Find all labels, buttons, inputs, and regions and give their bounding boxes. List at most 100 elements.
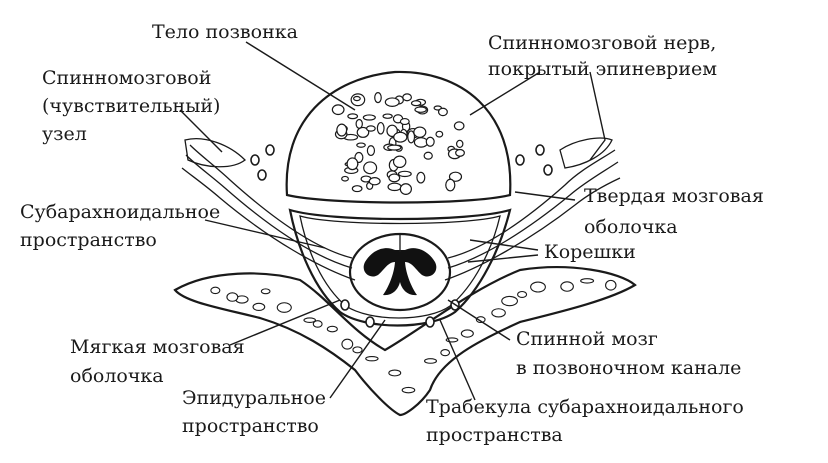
trabecular-cavity	[388, 369, 402, 377]
trabecular-cavity	[407, 130, 416, 144]
trabecular-cavity	[347, 113, 359, 120]
label-ganglion-line1: Спинномозговой	[42, 67, 211, 89]
trabecular-cavity	[491, 308, 506, 318]
label-trabecula-line2: пространства	[426, 424, 563, 446]
trabecular-cavity	[402, 93, 412, 102]
trabecular-cavity	[341, 338, 354, 350]
trabecular-cavity	[303, 317, 317, 323]
trabecular-cavity	[226, 292, 239, 302]
trabecular-cavity	[331, 104, 345, 116]
vessel	[265, 144, 275, 156]
trabecular-cavity	[366, 125, 376, 132]
trabecular-cavity	[276, 302, 292, 313]
vertebral-arch	[173, 266, 637, 417]
trabecular-cavity	[312, 320, 323, 328]
trabecular-cavity	[501, 295, 518, 307]
label-subarachnoid-line2: пространство	[20, 229, 157, 251]
trabecular-cavity	[453, 121, 465, 131]
trabecular-cavity	[399, 183, 413, 195]
label-dura-line2: оболочка	[584, 216, 678, 238]
spinal-cord	[348, 232, 452, 312]
trabecular-cavity	[440, 349, 451, 357]
trabecular-cavity	[374, 92, 382, 104]
trabecular-cavity	[445, 178, 456, 192]
label-spinal-cord-line1: Спинной мозг	[516, 328, 658, 350]
trabecular-cavity	[210, 286, 221, 295]
label-ganglion-line2: (чувствительный)	[42, 95, 220, 117]
trabecular-cavity	[399, 117, 410, 126]
label-pia-line2: оболочка	[70, 365, 164, 387]
trabecular-cavity	[384, 97, 400, 107]
leader-lines	[179, 41, 606, 401]
trabecular-cavity	[356, 142, 366, 148]
trabecular-cavity	[382, 113, 393, 119]
trabecular-cavity	[346, 157, 359, 171]
vertebral-arch-cancellous-bone	[210, 278, 617, 394]
trabecular-cavity	[336, 123, 348, 137]
label-spinal-nerve-line1: Спинномозговой нерв,	[488, 32, 716, 54]
vessel	[365, 316, 375, 328]
trabecular-cavity	[362, 114, 376, 121]
label-dura-line1: Твердая мозговая	[584, 185, 764, 207]
vessel	[515, 154, 525, 166]
label-epidural-line2: пространство	[182, 415, 319, 437]
trabecular-cavity	[352, 346, 363, 354]
labels: Тело позвонка Спинномозговой нерв, покры…	[20, 21, 764, 446]
vessel	[535, 144, 545, 156]
trabecular-cavity	[376, 121, 385, 135]
label-spinal-nerve-line2: покрытый эпиневрием	[488, 58, 717, 80]
trabecular-cavity	[368, 177, 381, 186]
trabecular-cavity	[386, 124, 398, 138]
trabecular-cavity	[397, 170, 412, 178]
trabecular-cavity	[365, 355, 379, 362]
trabecular-cavity	[455, 139, 464, 149]
trabecular-cavity	[448, 171, 463, 182]
trabecular-cavity	[401, 386, 416, 394]
trabecular-cavity	[423, 151, 433, 160]
label-spinal-cord-line2: в позвоночном канале	[516, 357, 741, 379]
gray-matter	[363, 248, 437, 296]
trabecular-cavity	[392, 155, 407, 169]
trabecular-cavity	[351, 185, 363, 193]
trabecular-cavity	[414, 106, 427, 113]
trabecular-cavity	[580, 278, 595, 284]
trabecular-cavity	[416, 171, 426, 184]
trabecular-cavity	[455, 148, 465, 157]
trabecular-cavity	[387, 144, 402, 151]
vessel	[257, 169, 267, 181]
trabecular-cavity	[353, 95, 361, 102]
label-epidural-line1: Эпидуральное	[182, 387, 326, 409]
trabecular-cavity	[252, 302, 266, 312]
trabecular-cavity	[260, 288, 271, 295]
vessel	[425, 316, 435, 328]
trabecular-cavity	[605, 279, 617, 291]
trabecular-cavity	[517, 290, 528, 298]
label-ganglion-line3: узел	[42, 123, 87, 145]
label-pia-line1: Мягкая мозговая	[70, 336, 245, 358]
epidural-vessels	[250, 144, 553, 328]
vessel	[340, 299, 350, 311]
label-trabecula-line1: Трабекула субарахноидального	[426, 396, 744, 418]
trabecular-cavity	[475, 316, 486, 324]
trabecular-cavity	[388, 173, 401, 183]
trabecular-cavity	[437, 107, 448, 117]
trabecular-cavity	[366, 145, 376, 157]
trabecular-cavity	[530, 281, 546, 293]
trabecular-cavity	[410, 100, 422, 107]
trabecular-cavity	[413, 126, 427, 138]
vertebral-body-cancellous-bone	[331, 92, 465, 195]
trabecular-cavity	[355, 118, 363, 129]
vessel	[543, 164, 553, 176]
trabecular-cavity	[341, 175, 349, 182]
vertebral-body	[285, 70, 512, 204]
trabecular-cavity	[393, 131, 408, 143]
trabecular-cavity	[356, 126, 370, 138]
trabecular-cavity	[460, 329, 474, 338]
trabecular-cavity	[560, 281, 574, 292]
trabecular-cavity	[326, 325, 338, 333]
trabecular-cavity	[435, 130, 444, 138]
vessel	[250, 154, 260, 166]
label-roots: Корешки	[544, 241, 636, 263]
